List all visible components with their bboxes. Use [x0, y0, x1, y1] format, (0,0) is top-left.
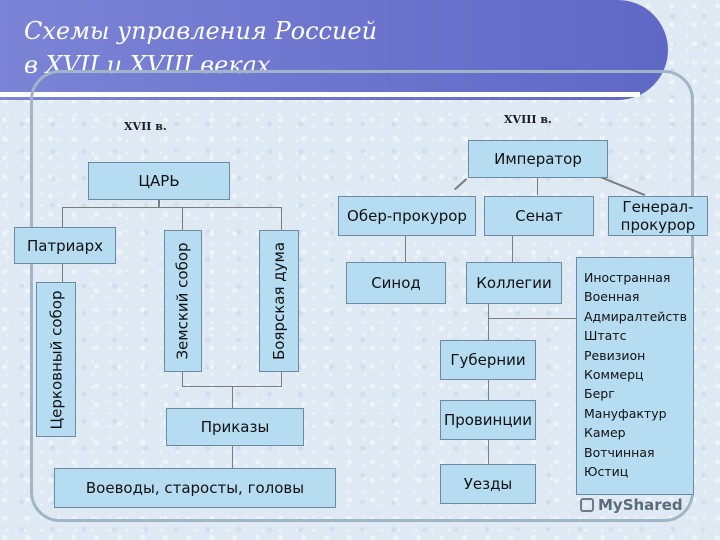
connector-line — [488, 440, 489, 464]
provinces-box: Провинции — [440, 400, 536, 440]
list-item: Военная — [584, 289, 640, 305]
list-item: Иностранная — [584, 270, 671, 285]
general-prokuror-box: Генерал- прокурор — [608, 196, 708, 236]
list-item: Камер — [584, 425, 626, 441]
emperor-box: Император — [468, 140, 608, 178]
title-line-1: Схемы управления Россией — [24, 17, 378, 45]
ober-prokuror-label: Обер-прокурор — [347, 207, 467, 225]
general-prokuror-label-1: Генерал- — [622, 198, 694, 216]
list-item: Коммерц — [584, 367, 644, 383]
emperor-label: Император — [494, 150, 582, 168]
list-item: Штатс — [584, 328, 627, 344]
synod-box: Синод — [346, 262, 446, 304]
collegia-list: Иностранная Военная Адмиралтейств Штатс … — [576, 257, 694, 495]
connector-line — [488, 304, 489, 340]
gubernii-label: Губернии — [450, 351, 526, 369]
general-prokuror-label-2: прокурор — [620, 216, 696, 234]
list-item: Ревизион — [584, 347, 646, 363]
tsar-label: ЦАРЬ — [138, 172, 180, 190]
century-label-xvii: XVII в. — [124, 120, 167, 133]
tsar-box: ЦАРЬ — [88, 162, 230, 200]
provinces-label: Провинции — [443, 411, 533, 429]
connector-line — [232, 446, 233, 468]
connector-line — [232, 386, 233, 408]
zemsky-sobor-label: Земский собор — [174, 242, 193, 360]
voevody-box: Воеводы, старосты, головы — [54, 468, 336, 508]
list-item: Адмиралтейств — [584, 308, 687, 324]
senate-label: Сенат — [515, 207, 563, 225]
connector-line — [488, 380, 489, 400]
gubernii-box: Губернии — [440, 340, 536, 380]
collegia-box: Коллегии — [466, 262, 562, 304]
collegia-label: Коллегии — [476, 274, 552, 292]
title-banner — [0, 0, 668, 100]
synod-label: Синод — [371, 274, 421, 292]
patriarch-box: Патриарх — [14, 227, 116, 264]
slide-title: Схемы управления Россией в XVII и XVIII … — [24, 14, 624, 82]
uezdy-label: Уезды — [463, 475, 513, 493]
boyar-duma-label: Боярская дума — [270, 241, 288, 361]
connector-line — [488, 318, 578, 319]
watermark-text: MyShared — [598, 496, 683, 514]
church-council-label: Церковный собор — [47, 289, 66, 430]
senate-box: Сенат — [484, 196, 594, 236]
century-label-xviii: XVIII в. — [504, 113, 552, 126]
uezdy-box: Уезды — [440, 464, 536, 504]
connector-line — [537, 178, 538, 195]
connector-line — [281, 207, 282, 230]
title-line-2: в XVII и XVIII веках — [24, 51, 271, 79]
list-item: Берг — [584, 386, 615, 402]
connector-line — [182, 207, 183, 230]
list-item: Мануфактур — [584, 405, 667, 421]
connector-line — [62, 207, 63, 227]
connector-line — [281, 372, 282, 386]
connector-line — [62, 264, 63, 282]
connector-line — [62, 207, 282, 208]
list-item: Юстиц — [584, 464, 629, 480]
title-underline — [0, 92, 640, 97]
connector-line — [512, 236, 513, 262]
patriarch-label: Патриарх — [26, 236, 104, 255]
zemsky-sobor-box: Земский собор — [164, 230, 202, 372]
boyar-duma-box: Боярская дума — [259, 230, 299, 372]
list-item: Вотчинная — [584, 444, 655, 460]
prikazy-label: Приказы — [200, 418, 270, 436]
connector-line — [182, 372, 183, 386]
church-council-box: Церковный собор — [36, 282, 76, 437]
connector-line — [158, 200, 160, 208]
connector-line — [405, 236, 406, 262]
watermark-logo-icon — [580, 498, 594, 512]
prikazy-box: Приказы — [166, 408, 304, 446]
voevody-label: Воеводы, старосты, головы — [85, 479, 305, 497]
ober-prokuror-box: Обер-прокурор — [338, 196, 476, 236]
